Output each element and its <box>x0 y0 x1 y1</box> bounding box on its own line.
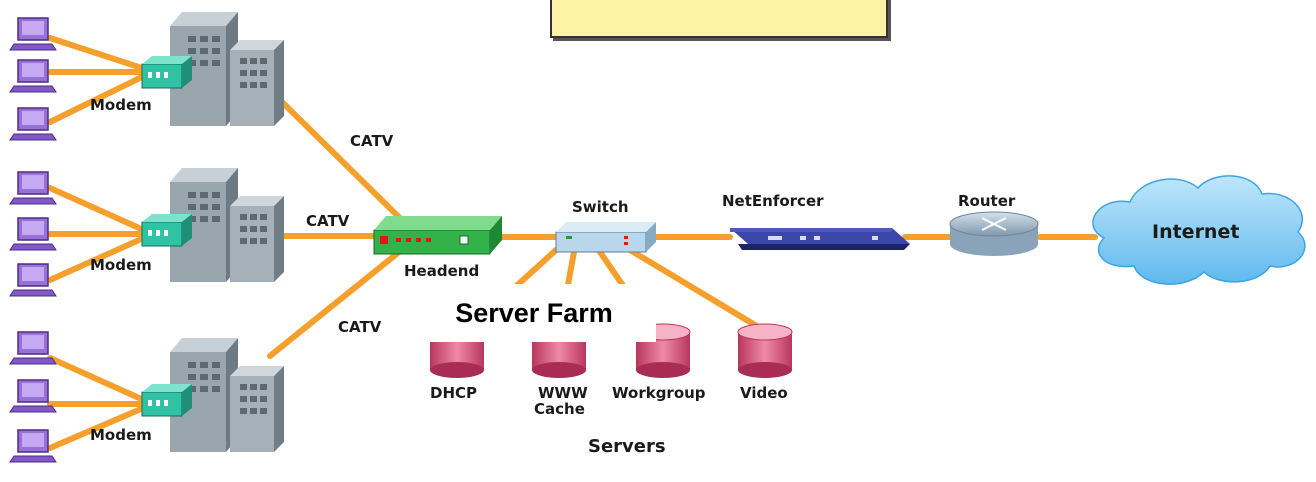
server-video <box>737 323 793 379</box>
headend-device <box>373 216 502 255</box>
server-label-cache: Cache <box>534 400 585 418</box>
switch-label: Switch <box>572 198 629 216</box>
server-label-workgroup: Workgroup <box>612 384 706 402</box>
modem-1 <box>141 55 193 89</box>
modem-label-3: Modem <box>90 426 152 444</box>
catv-label-1: CATV <box>350 132 394 150</box>
server-farm-label: Server Farm <box>412 284 656 342</box>
switch-device <box>555 222 656 253</box>
modem-2 <box>141 213 193 247</box>
netenforcer-label: NetEnforcer <box>722 192 824 210</box>
server-label-dhcp: DHCP <box>430 384 477 402</box>
server-label-www: WWW <box>538 384 588 402</box>
server-label-video: Video <box>740 384 788 402</box>
modem-label-2: Modem <box>90 256 152 274</box>
headend-label: Headend <box>404 262 479 280</box>
catv-label-2: CATV <box>306 212 350 230</box>
catv-label-3: CATV <box>338 318 382 336</box>
title-box <box>550 0 888 38</box>
netenforcer-device <box>730 228 910 250</box>
router-device <box>949 211 1039 256</box>
modem-label-1: Modem <box>90 96 152 114</box>
computers <box>9 17 57 463</box>
servers-group-label: Servers <box>588 436 666 457</box>
modem-3 <box>141 383 193 417</box>
internet-label: Internet <box>1152 221 1239 243</box>
router-label: Router <box>958 192 1016 210</box>
internet-cloud <box>1092 175 1306 285</box>
